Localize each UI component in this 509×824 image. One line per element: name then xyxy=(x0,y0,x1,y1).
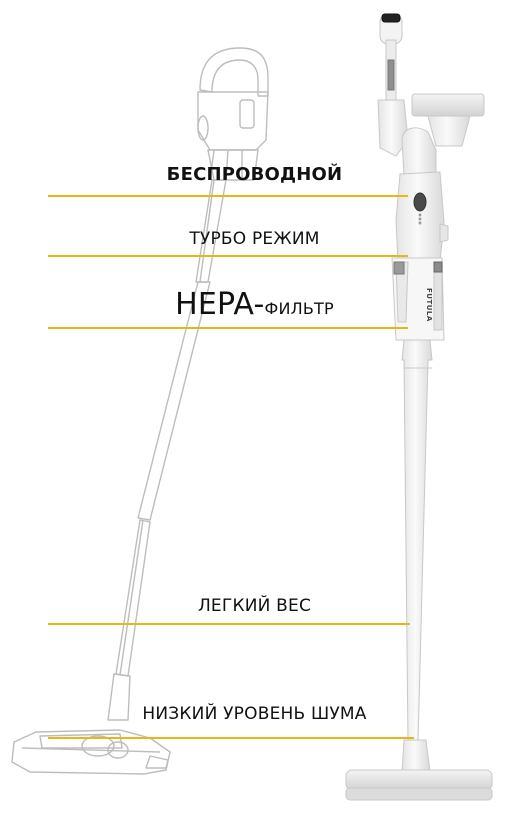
callout-line-2 xyxy=(48,255,408,257)
callout-line-5 xyxy=(48,737,414,739)
feature-cordless: БЕСПРОВОДНОЙ xyxy=(166,164,343,185)
filter-label: ФИЛЬТР xyxy=(264,299,334,318)
brand-logo: FUTULA xyxy=(425,288,433,322)
feature-hepa-filter: HEPA-ФИЛЬТР xyxy=(0,288,509,326)
feature-turbo-mode: ТУРБО РЕЖИМ xyxy=(189,229,320,249)
callout-line-4 xyxy=(48,623,410,625)
feature-light-weight: ЛЕГКИЙ ВЕС xyxy=(197,596,312,616)
callout-line-1 xyxy=(48,195,408,197)
callout-line-3 xyxy=(48,327,408,329)
hepa-label: HEPA- xyxy=(175,287,265,322)
feature-low-noise: НИЗКИЙ УРОВЕНЬ ШУМА xyxy=(142,704,367,724)
